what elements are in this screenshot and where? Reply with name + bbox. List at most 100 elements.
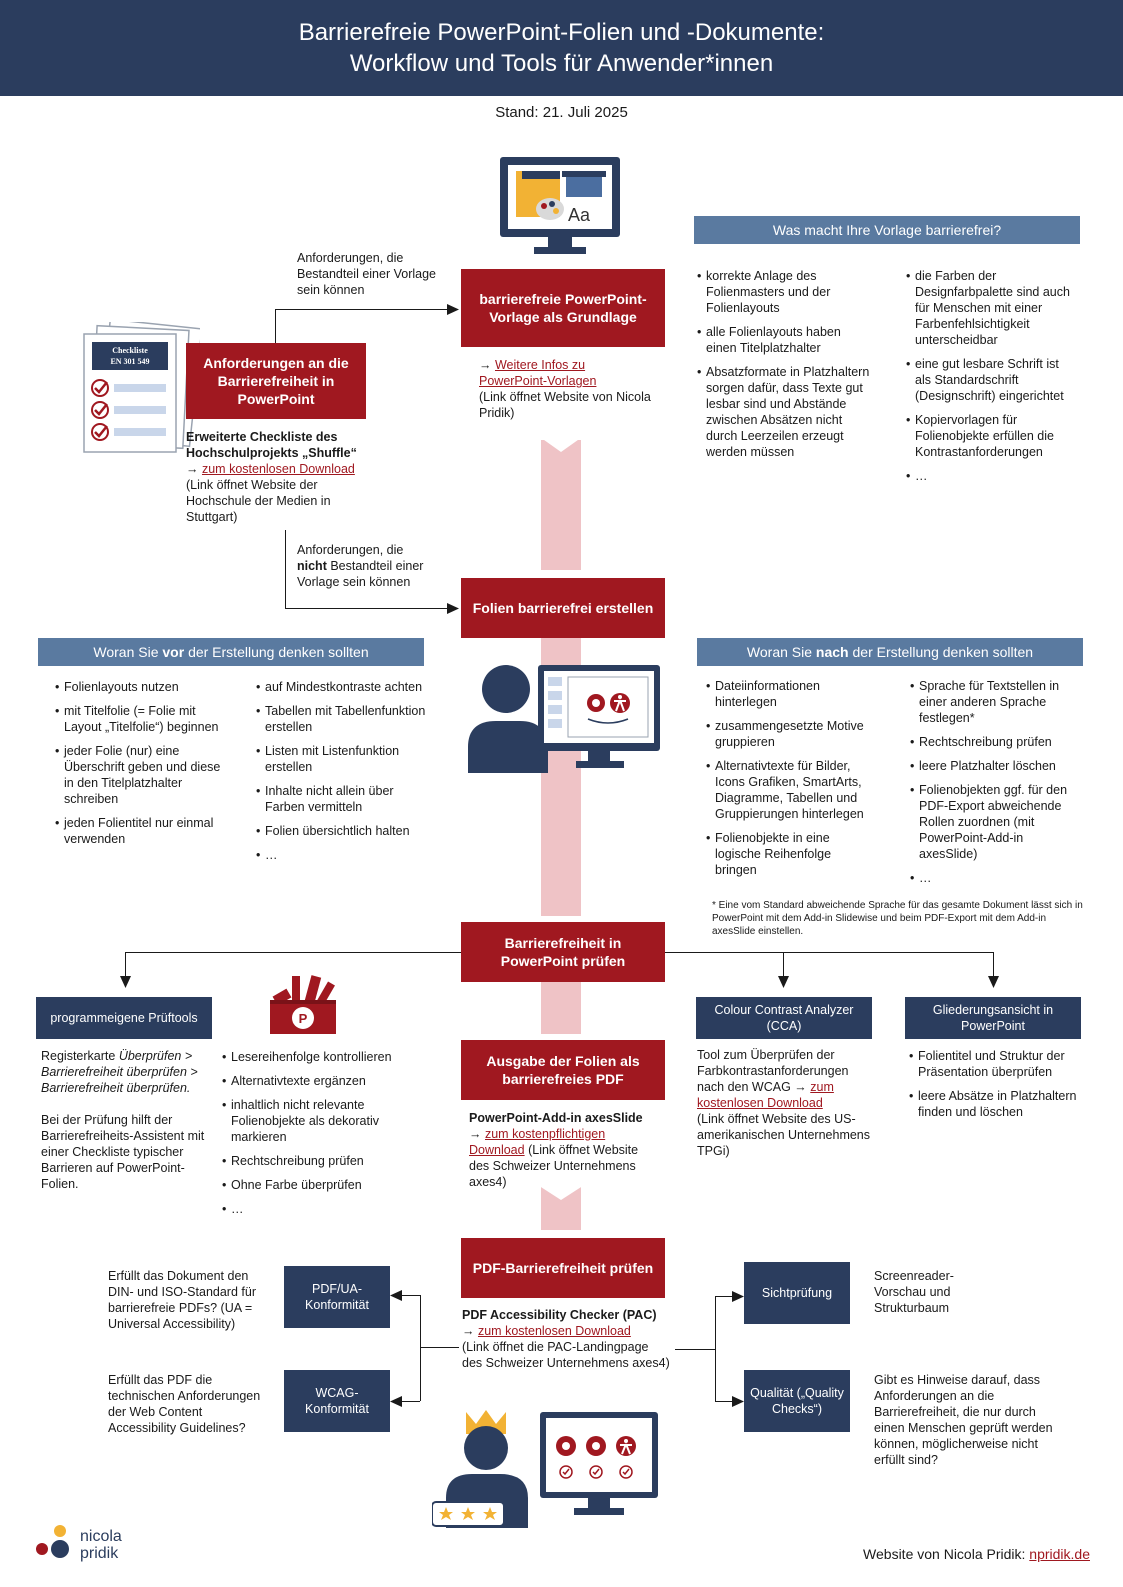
before-item: auf Mindestkontraste achten <box>256 679 426 695</box>
connector-req-up <box>275 309 276 343</box>
after-item: zusammengesetzte Motive gruppieren <box>706 718 876 750</box>
outline-view-box: Gliederungsansicht in PowerPoint <box>905 997 1081 1039</box>
before-panel-title: Woran Sie vor der Erstellung denken soll… <box>38 638 424 666</box>
date-stamp: Stand: 21. Juli 2025 <box>495 104 628 121</box>
template-criterion-item: eine gut lesbare Schrift ist als Standar… <box>906 356 1076 404</box>
requirements-box: Anforderungen an die Barrierefreiheit in… <box>186 343 366 419</box>
connector-pdf-left <box>420 1347 459 1348</box>
template-panel-list-1: korrekte Anlage des Folienmasters und de… <box>697 268 872 468</box>
template-criterion-item: Absatzformate in Platzhaltern sorgen daf… <box>697 364 872 460</box>
own-tools-item: Lesereihenfolge kontrollieren <box>222 1049 412 1065</box>
svg-text:EN 301 549: EN 301 549 <box>110 357 149 366</box>
own-tools-list: Lesereihenfolge kontrollierenAlternativt… <box>222 1049 412 1225</box>
template-panel-list-2: die Farben der Designfarbpalette sind au… <box>906 268 1076 492</box>
checklist-icon: Checkliste EN 301 549 <box>83 322 200 453</box>
connector-to-quality <box>715 1401 734 1402</box>
label-template-requirements: Anforderungen, die Bestandteil einer Vor… <box>297 251 436 297</box>
own-tools-item: Alternativtexte ergänzen <box>222 1073 412 1089</box>
after-item: Alternativtexte für Bilder, Icons Grafik… <box>706 758 876 822</box>
create-slides-box: Folien barrierefrei erstellen <box>461 578 665 638</box>
after-item: Dateiinformationen hinterlegen <box>706 678 876 710</box>
template-criterion-item: die Farben der Designfarbpalette sind au… <box>906 268 1076 348</box>
cca-text: Tool zum Überprüfen der Farbkontrastanfo… <box>697 1048 871 1158</box>
connector-req-template <box>275 309 449 310</box>
connector-right-branch <box>665 952 994 953</box>
export-addin-block: PowerPoint-Add-in axesSlide → zum kosten… <box>469 1111 643 1189</box>
template-box: barrierefreie PowerPoint-Vorlage als Gru… <box>461 269 665 347</box>
own-tools-item: Rechtschreibung prüfen <box>222 1153 412 1169</box>
template-criterion-item: Kopiervorlagen für Folienobjekte erfülle… <box>906 412 1076 460</box>
wcag-box: WCAG-Konformität <box>284 1370 390 1432</box>
after-item: Sprache für Textstellen in einer anderen… <box>910 678 1080 726</box>
after-panel-footnote: * Eine vom Standard abweichende Sprache … <box>712 900 1083 937</box>
requirements-checklist-block: Erweiterte Checkliste des Hochschulproje… <box>186 430 357 524</box>
footer-website-link[interactable]: npridik.de <box>1029 1546 1090 1562</box>
connector-req-down <box>285 530 286 608</box>
before-item: … <box>256 847 426 863</box>
outline-item: Folientitel und Struktur der Präsentatio… <box>909 1048 1084 1080</box>
flow-arrowhead-4 <box>530 1180 592 1200</box>
before-item: Inhalte nicht allein über Farben vermitt… <box>256 783 426 815</box>
connector-to-pdfua <box>400 1295 420 1296</box>
svg-text:P: P <box>299 1011 308 1026</box>
connector-to-own-tools <box>125 952 126 978</box>
pac-block: PDF Accessibility Checker (PAC) → zum ko… <box>462 1308 670 1370</box>
visual-check-box: Sichtprüfung <box>744 1262 850 1324</box>
page-title-line2: Workflow und Tools für Anwender*innen <box>349 50 774 77</box>
before-item: jeder Folie (nur) eine Überschrift geben… <box>55 743 230 807</box>
connector-arrowhead <box>120 976 131 988</box>
cca-box: Colour Contrast Analyzer (CCA) <box>696 997 872 1039</box>
pac-download-link[interactable]: zum kostenlosen Download <box>477 1324 631 1338</box>
own-tools-box: programmeigene Prüftools <box>36 997 212 1039</box>
toolbox-icon: P <box>270 975 336 1034</box>
outline-view-list: Folientitel und Struktur der Präsentatio… <box>909 1048 1084 1128</box>
after-item: Folienobjekten ggf. für den PDF-Export a… <box>910 782 1080 862</box>
template-panel-title: Was macht Ihre Vorlage barrierefrei? <box>694 216 1080 244</box>
svg-text:Checkliste: Checkliste <box>112 346 148 355</box>
flow-arrowhead-1 <box>530 430 592 452</box>
checklist-download-link[interactable]: zum kostenlosen Download <box>201 462 355 476</box>
own-tools-text: Registerkarte Überprüfen > Barrierefreih… <box>41 1049 205 1191</box>
connector-arrowhead <box>732 1291 744 1302</box>
after-item: … <box>910 870 1080 886</box>
connector-pdf-right <box>675 1349 715 1350</box>
connector-pdf-left-vertical <box>420 1295 421 1401</box>
cca-download-link[interactable]: zum kostenlosen Download <box>697 1080 834 1110</box>
template-criterion-item: … <box>906 468 1076 484</box>
template-criterion-item: alle Folienlayouts haben einen Titelplat… <box>697 324 872 356</box>
wcag-question: Erfüllt das PDF die technischen Anforder… <box>108 1373 261 1435</box>
check-powerpoint-box: Barrierefreiheit in PowerPoint prüfen <box>461 922 665 982</box>
presentation-monitor-icon: Aa <box>500 157 620 254</box>
crowned-person-icon <box>432 1410 658 1528</box>
axesslide-download-link[interactable]: zum kostenpflichtigen Download <box>469 1127 606 1157</box>
footer: Website von Nicola Pridik: npridik.de <box>863 1546 1090 1562</box>
header-banner: Barrierefreie PowerPoint-Folien und -Dok… <box>0 0 1123 96</box>
before-item: Listen mit Listenfunktion erstellen <box>256 743 426 775</box>
after-panel-title: Woran Sie nach der Erstellung denken sol… <box>697 638 1083 666</box>
before-item: Folien übersichtlich halten <box>256 823 426 839</box>
flow-arrow-3 <box>541 976 581 1034</box>
check-pdf-box: PDF-Barrierefreiheit prüfen <box>461 1238 665 1298</box>
before-panel-list-2: auf Mindestkontraste achtenTabellen mit … <box>256 679 426 871</box>
connector-to-outline <box>993 952 994 978</box>
template-link-block: → Weitere Infos zu PowerPoint-Vorlagen (… <box>479 358 651 420</box>
pdfua-question: Erfüllt das Dokument den DIN- und ISO-St… <box>108 1269 256 1331</box>
after-item: Folienobjekte in eine logische Reihenfol… <box>706 830 876 878</box>
before-panel-list-1: Folienlayouts nutzen mit Titelfolie (= Fo… <box>55 679 230 855</box>
own-tools-item: … <box>222 1201 412 1217</box>
connector-arrowhead <box>732 1396 744 1407</box>
before-item: mit Titelfolie (= Folie mit Layout „Tite… <box>55 703 230 735</box>
before-item: Folienlayouts nutzen <box>55 679 230 695</box>
connector-arrowhead <box>390 1396 402 1407</box>
before-item: jeden Folientitel nur einmal verwenden <box>55 815 230 847</box>
own-tools-item: Ohne Farbe überprüfen <box>222 1177 412 1193</box>
after-panel-list-2: Sprache für Textstellen in einer anderen… <box>910 678 1080 894</box>
template-info-link[interactable]: Weitere Infos zu PowerPoint-Vorlagen <box>479 358 597 388</box>
connector-arrowhead <box>447 304 459 315</box>
page-title-line1: Barrierefreie PowerPoint-Folien und -Dok… <box>298 19 825 46</box>
after-item: Rechtschreibung prüfen <box>910 734 1080 750</box>
template-criterion-item: korrekte Anlage des Folienmasters und de… <box>697 268 872 316</box>
person-at-computer-icon <box>468 665 660 773</box>
